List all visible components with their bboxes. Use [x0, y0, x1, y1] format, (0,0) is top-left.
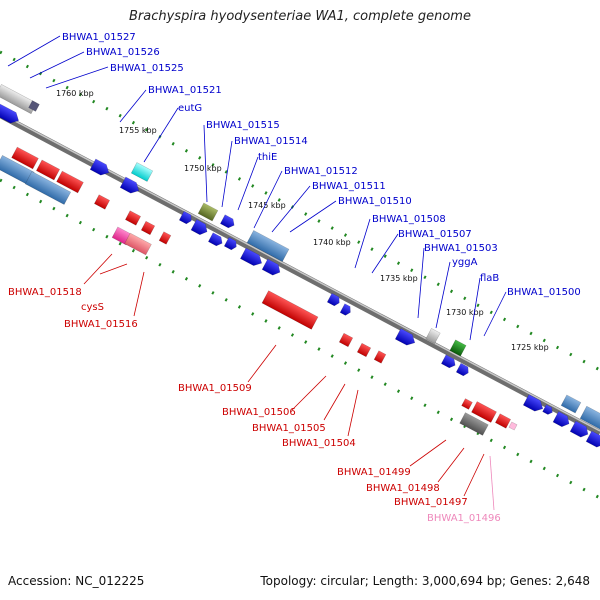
gene-feature [0, 103, 19, 124]
gene-feature [471, 401, 497, 423]
gene-feature [130, 162, 154, 182]
gene-label: BHWA1_01516 [64, 319, 138, 330]
gene-feature [28, 100, 40, 112]
gene-feature [124, 232, 152, 256]
tick-label: 1760 kbp [56, 89, 94, 98]
gene-feature [585, 430, 600, 448]
gene-label: yggA [452, 257, 478, 268]
labels-reverse: BHWA1_01518 cysS BHWA1_01516 BHWA1_01509… [8, 287, 501, 524]
gene-feature [542, 404, 553, 415]
gene-feature [373, 350, 387, 364]
gene-feature [441, 354, 456, 369]
gene-feature [394, 328, 416, 346]
gene-feature [449, 339, 467, 357]
scale-track-lower [0, 178, 600, 500]
gene-label: BHWA1_01505 [252, 423, 326, 434]
gene-label: BHWA1_01511 [312, 181, 386, 192]
gene-label: cysS [81, 302, 104, 313]
accession-text: Accession: NC_012225 [8, 574, 145, 588]
gene-feature [125, 210, 141, 226]
page-title: Brachyspira hyodysenteriae WA1, complete… [129, 9, 471, 24]
gene-label: BHWA1_01512 [284, 166, 358, 177]
gene-label: BHWA1_01510 [338, 196, 412, 207]
gene-feature [190, 219, 208, 235]
gene-label: BHWA1_01509 [178, 383, 252, 394]
gene-feature [56, 170, 84, 194]
gene-feature [89, 158, 110, 176]
gene-feature [552, 411, 570, 427]
gene-features [0, 84, 600, 448]
gene-label: BHWA1_01498 [366, 483, 440, 494]
gene-label: BHWA1_01514 [234, 136, 308, 147]
gene-feature [24, 171, 72, 205]
gene-label: BHWA1_01504 [282, 438, 356, 449]
gene-feature [240, 247, 263, 266]
gene-label: BHWA1_01503 [424, 243, 498, 254]
gene-feature [158, 231, 172, 245]
gene-feature [261, 258, 281, 276]
tick-label: 1745 kbp [248, 201, 286, 210]
gene-label: BHWA1_01499 [337, 467, 411, 478]
gene-feature [579, 405, 600, 431]
gene-feature [569, 420, 589, 438]
gene-feature [459, 412, 489, 436]
gene-label: BHWA1_01527 [62, 32, 136, 43]
gene-feature [178, 210, 192, 225]
genome-backbone [0, 112, 600, 436]
gene-feature [261, 290, 319, 330]
tick-label: 1750 kbp [184, 164, 222, 173]
gene-feature [119, 176, 140, 194]
gene-feature [508, 421, 518, 431]
gene-feature [140, 220, 156, 236]
gene-label: BHWA1_01497 [394, 497, 468, 508]
gene-label: BHWA1_01525 [110, 63, 184, 74]
gene-label: BHWA1_01526 [86, 47, 160, 58]
gene-feature [461, 398, 473, 410]
gene-feature [339, 303, 351, 316]
tick-label: 1740 kbp [313, 238, 351, 247]
gene-label: BHWA1_01521 [148, 85, 222, 96]
gene-feature [223, 236, 237, 251]
gene-feature [495, 413, 511, 429]
gene-feature [338, 332, 354, 348]
gene-label: BHWA1_01500 [507, 287, 581, 298]
gene-label: BHWA1_01508 [372, 214, 446, 225]
gene-feature [522, 394, 544, 412]
scale-ticks: 1760 kbp 1755 kbp 1750 kbp 1745 kbp 1740… [56, 89, 549, 352]
gene-label: BHWA1_01496 [427, 513, 501, 524]
gene-feature [560, 394, 582, 414]
gene-feature [455, 362, 469, 377]
gene-label: BHWA1_01518 [8, 287, 82, 298]
gene-label: eutG [178, 103, 202, 114]
labels-forward: BHWA1_01527 BHWA1_01526 BHWA1_01525 BHWA… [62, 32, 581, 298]
gene-label: BHWA1_01515 [206, 120, 280, 131]
leader-line-faint [489, 455, 495, 511]
gene-label: BHWA1_01506 [222, 407, 296, 418]
tick-label: 1730 kbp [446, 308, 484, 317]
gene-feature [36, 159, 60, 181]
gene-feature [326, 292, 340, 307]
leader-lines-reverse [83, 253, 485, 497]
tick-label: 1725 kbp [511, 343, 549, 352]
gene-feature [197, 202, 219, 222]
gene-feature [246, 230, 290, 262]
gene-label: flaB [480, 273, 499, 284]
gene-feature [94, 194, 110, 210]
tick-label: 1755 kbp [119, 126, 157, 135]
gene-feature [425, 328, 441, 344]
gene-feature [356, 342, 372, 358]
gene-feature [11, 146, 39, 170]
leader-lines-forward [7, 35, 507, 341]
gene-label: thiE [258, 152, 277, 163]
tick-label: 1735 kbp [380, 274, 418, 283]
gene-feature [208, 232, 223, 247]
gene-label: BHWA1_01507 [398, 229, 472, 240]
gene-feature [220, 214, 235, 229]
genome-summary-text: Topology: circular; Length: 3,000,694 bp… [260, 574, 590, 588]
